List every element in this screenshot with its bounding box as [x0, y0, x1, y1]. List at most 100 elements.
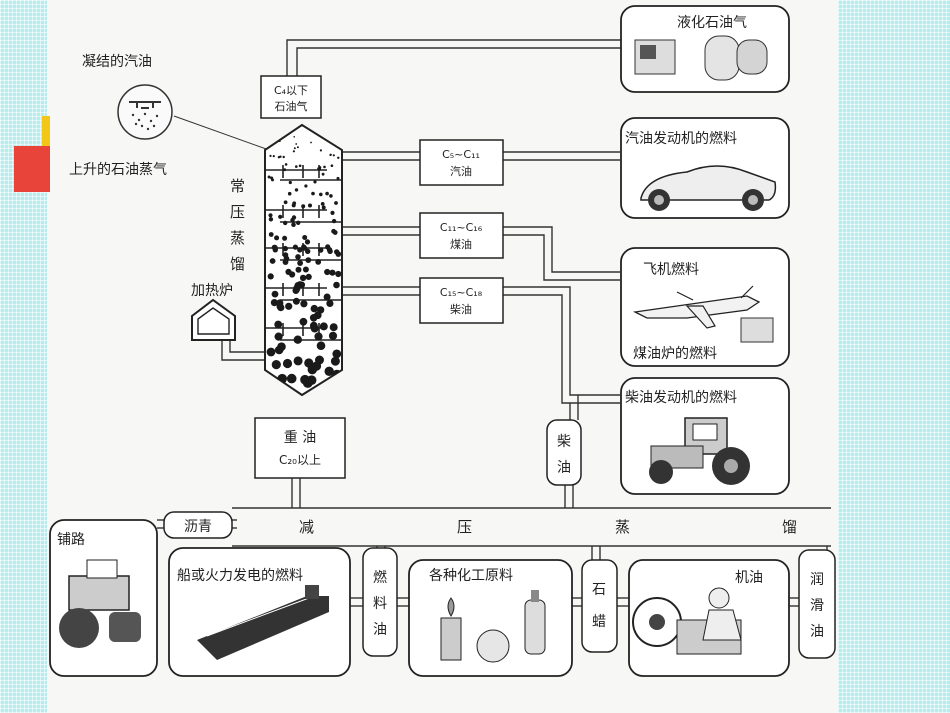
droplet — [266, 347, 276, 357]
droplet — [268, 217, 274, 222]
droplet — [329, 194, 333, 198]
droplet — [319, 149, 322, 152]
droplet — [310, 141, 312, 144]
droplet — [337, 156, 340, 159]
svg-text:重 油: 重 油 — [284, 430, 316, 446]
svg-text:铺路: 铺路 — [57, 532, 85, 548]
svg-text:液化石油气: 液化石油气 — [677, 15, 747, 31]
droplet — [329, 269, 336, 276]
droplet — [283, 255, 290, 262]
droplet — [302, 266, 309, 273]
svg-text:油: 油 — [810, 624, 824, 640]
droplet — [297, 247, 303, 253]
droplet — [283, 220, 288, 226]
droplet — [296, 146, 299, 149]
droplet — [320, 202, 325, 206]
droplet — [329, 323, 338, 332]
droplet — [306, 375, 317, 386]
droplet — [319, 192, 323, 197]
droplet — [299, 317, 308, 326]
droplet — [277, 156, 281, 159]
droplet — [304, 239, 311, 245]
droplet — [298, 281, 306, 289]
droplet — [282, 358, 293, 369]
svg-text:石: 石 — [592, 582, 606, 598]
box-lubricant: 润 滑 油 — [798, 549, 836, 659]
droplet — [300, 300, 308, 308]
droplet — [271, 290, 279, 298]
droplet — [274, 320, 283, 329]
droplet — [272, 155, 275, 158]
droplet — [268, 213, 273, 218]
droplet — [288, 180, 292, 185]
svg-text:常: 常 — [230, 177, 245, 195]
droplet — [277, 304, 285, 312]
droplet — [269, 154, 272, 157]
label-rising-vapor: 上升的石油蒸气 — [69, 162, 167, 178]
droplet — [315, 355, 324, 365]
droplet — [318, 247, 324, 253]
panel-chemical-feedstock: 各种化工原料 — [408, 559, 573, 677]
droplet — [316, 341, 326, 351]
svg-text:C₅~C₁₁: C₅~C₁₁ — [442, 148, 480, 161]
box-kerosene: C₁₁~C₁₆ 煤油 — [419, 212, 504, 259]
panel-aircraft-fuel: 飞机燃料 煤油炉的燃料 — [620, 247, 790, 367]
droplet — [270, 299, 278, 307]
droplet — [301, 204, 306, 209]
box-c4: C₄以下 石油气 — [260, 75, 322, 119]
droplet — [287, 191, 292, 196]
svg-text:蜡: 蜡 — [592, 614, 606, 630]
droplet — [328, 331, 338, 340]
droplet — [282, 155, 285, 159]
svg-text:机油: 机油 — [735, 570, 763, 586]
svg-text:馏: 馏 — [230, 255, 245, 273]
droplet — [325, 191, 329, 196]
svg-text:馏: 馏 — [782, 518, 797, 536]
panel-lpg: 液化石油气 — [620, 5, 790, 93]
left-decorative-border — [0, 0, 47, 713]
svg-text:飞机燃料: 飞机燃料 — [643, 261, 699, 278]
droplet — [282, 245, 288, 252]
droplet — [329, 153, 332, 156]
droplet — [326, 299, 334, 307]
svg-text:C₂₀以上: C₂₀以上 — [279, 453, 321, 467]
droplet — [323, 293, 331, 301]
label-asphalt: 沥青 — [184, 519, 212, 535]
column-name-label: 常 压 蒸 馏 — [230, 177, 245, 273]
svg-text:C₁₁~C₁₆: C₁₁~C₁₆ — [440, 221, 483, 234]
droplet — [309, 314, 318, 322]
slide-canvas: 凝结的汽油 上升的石油蒸气 常 压 蒸 馏 加热炉 C — [47, 0, 838, 713]
droplet — [310, 304, 318, 313]
box-diesel-vertical: 柴 油 — [546, 419, 582, 486]
droplet — [290, 217, 295, 223]
droplet — [271, 360, 281, 370]
svg-text:汽油: 汽油 — [450, 164, 472, 178]
droplet — [278, 214, 283, 219]
droplet — [331, 218, 337, 224]
svg-text:油: 油 — [557, 460, 571, 476]
svg-text:石油气: 石油气 — [275, 99, 308, 113]
droplet — [283, 200, 288, 205]
svg-text:船或火力发电的燃料: 船或火力发电的燃料 — [177, 567, 303, 584]
droplet — [294, 188, 299, 192]
panel-engine-oil: 机油 — [628, 559, 790, 677]
droplet — [267, 273, 274, 280]
droplet — [317, 167, 320, 171]
box-gasoline: C₅~C₁₁ 汽油 — [419, 139, 504, 186]
droplet — [331, 228, 336, 234]
svg-text:煤油: 煤油 — [450, 237, 472, 251]
droplet — [334, 201, 338, 205]
droplet — [330, 210, 335, 215]
droplet — [309, 321, 318, 330]
droplet — [335, 270, 342, 278]
svg-text:压: 压 — [457, 518, 472, 536]
droplet — [296, 220, 301, 225]
svg-text:各种化工原料: 各种化工原料 — [429, 568, 513, 584]
droplet — [301, 244, 307, 250]
panel-ship-fuel: 船或火力发电的燃料 — [168, 547, 351, 677]
svg-text:减: 减 — [299, 518, 314, 536]
droplet — [282, 235, 288, 241]
droplet — [291, 222, 296, 227]
droplet — [302, 235, 308, 240]
droplet — [286, 373, 297, 384]
